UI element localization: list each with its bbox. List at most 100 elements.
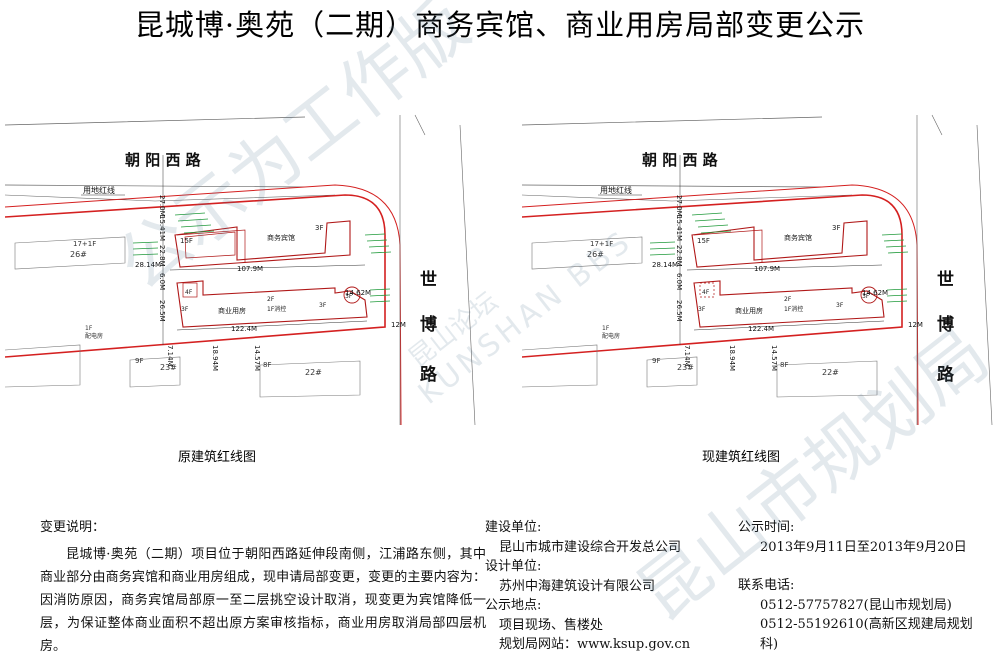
road-red-line: [522, 184, 919, 425]
place-value-website: 规划局网站：www.ksup.gov.cn: [499, 637, 691, 652]
bldg-26-floors: 17+1F: [590, 240, 613, 248]
green-note-mark: [177, 218, 209, 222]
commercial-floor-3f-right: 3F: [836, 302, 844, 309]
green-note-mark: [691, 212, 723, 216]
project-info: 建设单位: 昆山市城市建设综合开发总公司 设计单位: 苏州中海建筑设计有限公司 …: [485, 518, 725, 655]
hotel-inner-line: [176, 229, 246, 263]
builder-value: 昆山市城市建设综合开发总公司: [499, 539, 682, 555]
commercial-label: 商业用房: [735, 306, 763, 315]
dim-6: 6.0M: [675, 273, 683, 290]
green-note-mark: [366, 239, 388, 242]
dim-18: 18.94M: [728, 345, 736, 371]
hotel-floor-15f: 15F: [180, 237, 193, 245]
hotel-atrium: [184, 231, 236, 259]
hotel-label: 商务宾馆: [784, 233, 812, 242]
road-upper-inner: [522, 194, 853, 202]
green-note-mark: [886, 300, 908, 303]
green-note-mark: [368, 245, 390, 248]
land-red-line: [522, 194, 903, 358]
bldg-26-floors: 17+1F: [73, 240, 96, 248]
green-note-mark: [369, 288, 391, 291]
green-note-mark: [697, 224, 729, 228]
bldg-22-label: 22#: [822, 368, 839, 377]
dim-line-122: [693, 320, 885, 331]
dim-26: 26.5M: [158, 300, 166, 322]
bike-floor: 1F: [602, 325, 610, 332]
dim-6: 6.0M: [158, 273, 166, 290]
dim-12: 12M: [391, 321, 406, 329]
change-description: 变更说明： 昆城博·奥苑（二期）项目位于朝阳西路延伸段南侧，江浦路东侧，其中商业…: [40, 516, 486, 658]
bldg-23-label: 23#: [677, 363, 694, 372]
commercial-floor-3f-right: 3F: [319, 302, 327, 309]
green-note-mark: [132, 247, 159, 250]
red-line-label: 用地红线: [83, 185, 115, 195]
commercial-floor-3f-corner: 3F: [862, 293, 870, 300]
commercial-round-corner: [343, 286, 361, 304]
bldg-22-floors: 8F: [263, 361, 271, 369]
dim-7: 7.14M: [166, 345, 174, 367]
green-note-mark: [649, 247, 676, 250]
current-plan-caption: 现建筑红线图: [702, 450, 781, 465]
road-label-right-3: 路: [937, 364, 955, 385]
green-note-mark: [885, 245, 907, 248]
road-upper-edge: [5, 116, 306, 188]
green-note-mark: [649, 241, 676, 244]
commercial-label: 商业用房: [218, 306, 246, 315]
neighbour-23: [646, 356, 698, 388]
description-heading: 变更说明：: [40, 520, 106, 535]
road-label-right-1: 世: [937, 270, 954, 290]
road-label-right-2: 博: [420, 314, 437, 335]
hotel-inner-line: [693, 229, 763, 263]
road-upper-inner: [5, 194, 336, 202]
dim-122: 122.4M: [748, 325, 774, 333]
dim-107: 107.9M: [754, 265, 780, 273]
commercial-round-corner: [860, 286, 878, 304]
dim-26: 26.5M: [675, 300, 683, 322]
green-note-mark: [132, 241, 159, 244]
neighbour-west: [522, 344, 598, 388]
dim-line-122: [176, 320, 368, 331]
bldg-26-label: 26#: [587, 250, 604, 259]
place-value-site: 项目现场、售楼处: [499, 617, 604, 633]
commercial-floor-3f-left: 3F: [181, 306, 189, 313]
designer-label: 设计单位:: [485, 559, 542, 574]
commercial-machine-room: [182, 282, 198, 298]
dim-27: 27.0M: [675, 195, 683, 217]
dim-18: 18.94M: [211, 345, 219, 371]
road-label-right-3: 路: [420, 364, 438, 385]
dim-7: 7.14M: [683, 345, 691, 367]
green-note-mark: [369, 300, 391, 303]
dim-22: 22.8M: [675, 245, 683, 267]
road-label-right-1: 世: [420, 270, 437, 290]
green-note-mark: [370, 251, 392, 254]
commercial-outline: [176, 280, 368, 328]
commercial-fire-room: 1F消控: [267, 305, 286, 313]
dim-27: 27.0M: [158, 195, 166, 217]
dim-15: 15.41M: [675, 215, 683, 241]
red-line-label: 用地红线: [600, 185, 632, 195]
commercial-fire-room: 1F消控: [784, 305, 803, 313]
time-label: 公示时间:: [738, 520, 795, 535]
commercial-outline: [693, 280, 885, 328]
bike-label: 配电房: [85, 332, 103, 340]
dim-line-107: [686, 264, 883, 271]
road-right-edges: [399, 114, 476, 425]
description-body: 昆城博·奥苑（二期）项目位于朝阳西路延伸段南侧，江浦路东侧，其中商业部分由商务宾…: [40, 547, 486, 654]
green-note-mark: [700, 230, 732, 234]
green-note-mark: [132, 253, 159, 256]
green-note-mark: [883, 239, 905, 242]
commercial-floor-4f: 4F: [702, 289, 710, 296]
green-note-mark: [369, 294, 391, 297]
hotel-floor-3f: 3F: [315, 224, 323, 232]
designer-value: 苏州中海建筑设计有限公司: [499, 578, 656, 594]
dim-15: 15.41M: [158, 215, 166, 241]
road-upper-edge: [522, 116, 823, 188]
road-red-line: [5, 184, 402, 425]
road-right-edges: [916, 114, 993, 425]
green-note-mark: [881, 233, 903, 236]
builder-label: 建设单位:: [485, 520, 542, 535]
hotel-floor-15f: 15F: [697, 237, 710, 245]
commercial-floor-2f: 2F: [267, 296, 275, 303]
green-note-mark: [694, 218, 726, 222]
